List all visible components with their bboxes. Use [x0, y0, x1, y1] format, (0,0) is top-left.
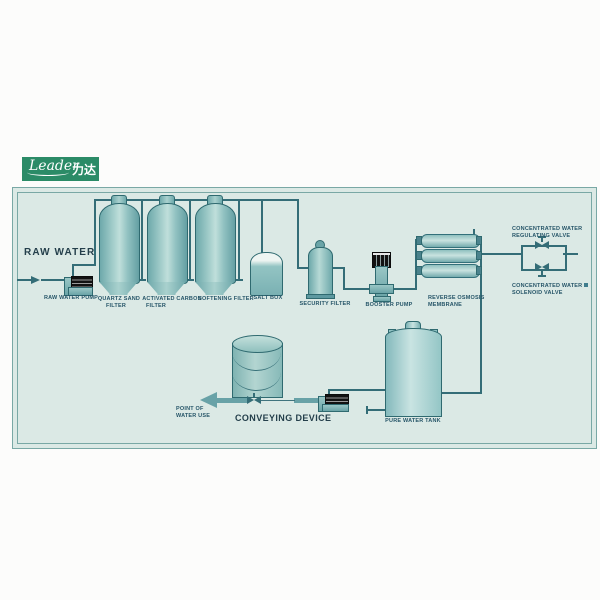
pipe-drain-1-foot — [138, 279, 146, 281]
conc-regulating-label-1: CONCENTRATED WATER — [512, 226, 583, 232]
solenoid-valve-stem — [541, 271, 543, 276]
solenoid-valve-icon — [535, 263, 549, 271]
pipe-top-manifold — [94, 199, 299, 201]
pipe-pump-riser-h — [72, 264, 96, 266]
tank-cone — [147, 282, 186, 295]
point-of-use-label-2: WATER USE — [176, 413, 211, 419]
tank-cone — [99, 282, 138, 295]
pipe-security-elbow — [343, 267, 345, 290]
logo-cjk-text: 力达 — [72, 163, 97, 177]
pipe-conveying-left — [217, 398, 248, 403]
pipe-ro-top-stub — [473, 229, 475, 235]
regulating-valve-cap — [538, 236, 546, 238]
regulating-valve-stem — [541, 237, 543, 242]
salt-box-label: SALT BOX — [253, 295, 283, 301]
quartz-filter-label-2: FILTER — [105, 303, 127, 309]
tank-body — [385, 328, 442, 417]
pipe-tank-out — [328, 389, 385, 391]
tank-body — [147, 203, 188, 284]
pipe-feed-2 — [41, 279, 65, 281]
ro-nub — [416, 266, 422, 275]
ro-nub — [476, 266, 482, 275]
pipe-drain-2-foot — [186, 279, 194, 281]
pure-water-tank-label: PURE WATER TANK — [385, 418, 441, 424]
raw-water-label: RAW WATER — [24, 247, 96, 258]
conveying-device-label: CONVEYING DEVICE — [235, 413, 332, 423]
cylinder-ring-1 — [232, 352, 281, 371]
conveying-valve-icon — [247, 396, 261, 404]
pipe-ro-left-manifold — [415, 239, 417, 290]
point-of-use-arrow-icon — [200, 392, 217, 408]
ro-nub — [416, 251, 422, 260]
ro-membrane-1 — [421, 234, 480, 248]
ro-membrane-3 — [421, 264, 480, 278]
pipe-tank-drain-cap — [366, 406, 368, 414]
cylinder-ring-2 — [232, 372, 281, 391]
pipe-tank-in — [440, 392, 482, 394]
pipe-loop-in — [482, 253, 521, 255]
cylinder-top — [232, 335, 283, 353]
conc-solenoid-text: CONCENTRATED WATER — [512, 283, 583, 289]
pipe-saltbox-feed — [261, 200, 263, 254]
pipe-drain-1 — [141, 200, 143, 280]
pipe-conveying-thin — [261, 400, 295, 401]
solenoid-valve-cap — [538, 275, 546, 277]
ro-membrane-label-1: REVERSE OSMOSIS — [428, 295, 485, 301]
pipe-booster-in — [343, 288, 374, 290]
pipe-drain-3 — [238, 200, 240, 280]
pipe-feed-1 — [17, 279, 31, 281]
diagram-frame-inner — [17, 192, 592, 444]
ro-nub — [476, 236, 482, 245]
point-of-use-label-1: POINT OF — [176, 406, 204, 412]
pipe-pump-riser-v2 — [94, 199, 96, 266]
security-filter-body — [308, 247, 333, 297]
pipe-manifold-drop — [297, 199, 299, 269]
carbon-filter-label-1: ACTIVATED CARBON — [142, 296, 202, 302]
pump-base — [322, 404, 349, 412]
pipe-drain-2 — [189, 200, 191, 280]
pipe-tank-out-drop — [328, 389, 330, 398]
solenoid-marker-icon — [584, 283, 589, 287]
security-filter-label: SECURITY FILTER — [299, 301, 351, 307]
salt-box-tank — [250, 252, 283, 296]
booster-flange — [369, 284, 394, 294]
raw-water-pump-label: RAW WATER PUMP — [43, 295, 99, 301]
pipe-drain-3-foot — [235, 279, 243, 281]
ro-membrane-2 — [421, 249, 480, 263]
booster-base — [373, 296, 391, 302]
ro-membrane-label-2: MEMBRANE — [428, 302, 462, 308]
regulating-valve-icon — [535, 241, 549, 249]
softening-filter-label: SOFTENING FILTER — [198, 296, 254, 302]
security-filter-base — [306, 294, 335, 299]
conc-solenoid-label-1: CONCENTRATED WATER — [512, 283, 589, 290]
pump-base — [68, 287, 93, 296]
conc-solenoid-label-2: SOLENOID VALVE — [512, 290, 563, 296]
pipe-ro-right-manifold — [480, 239, 482, 394]
flow-arrow-icon — [31, 276, 40, 284]
conc-regulating-label-2: REGULATING VALVE — [512, 233, 571, 239]
pipe-security-in — [297, 267, 309, 269]
ro-nub — [416, 236, 422, 245]
pipe-pump-riser-v1 — [72, 264, 74, 278]
logo-swoosh-icon — [27, 169, 69, 176]
booster-pump-label: BOOSTER PUMP — [365, 302, 413, 308]
tank-body — [195, 203, 236, 284]
pipe-security-out — [330, 267, 345, 269]
conveying-valve-stem — [253, 393, 255, 397]
brand-logo: Leader 力达 — [22, 157, 99, 181]
tank-body — [99, 203, 140, 284]
carbon-filter-label-2: FILTER — [146, 303, 167, 309]
pipe-loop-out — [563, 253, 578, 255]
quartz-filter-label-1: QUARTZ SAND — [97, 296, 141, 302]
pipe-tank-drain — [368, 409, 385, 411]
ro-nub — [476, 251, 482, 260]
pipe-booster-out — [390, 288, 417, 290]
pipe-conveying-right — [294, 398, 320, 403]
tank-cone — [195, 282, 234, 295]
